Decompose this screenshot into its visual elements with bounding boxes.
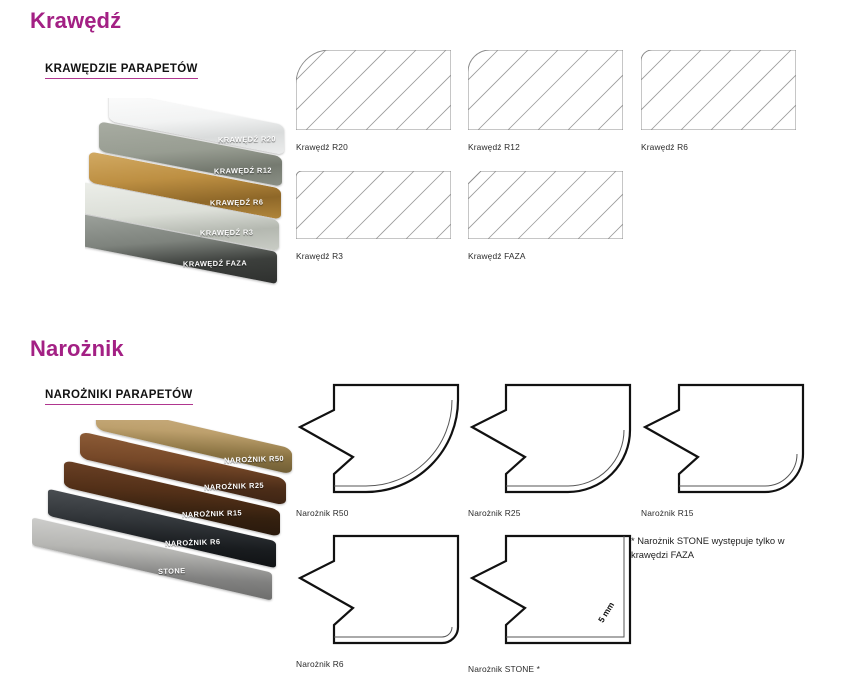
edge-profile-r6-diagram — [641, 50, 796, 130]
corner-profile-r50-diagram — [297, 383, 460, 494]
corner-profile-cell-r15: Narożnik R15 — [641, 382, 806, 518]
edge-profile-cell-r6: Krawędź R6 — [641, 50, 796, 152]
stacked-sill-corners-photo: NAROŻNIK R50 NAROŻNIK R25 NAROŻNIK R15 N… — [32, 420, 294, 618]
edge-profile-caption: Krawędź R12 — [468, 142, 520, 152]
subsection-title-narozniki-parapetow: NAROŻNIKI PARAPETÓW — [45, 389, 193, 405]
slab-label: NAROŻNIK R25 — [203, 480, 265, 492]
corner-profile-cell-r50: Narożnik R50 — [296, 382, 461, 518]
edge-profile-cell-r20: Krawędź R20 — [296, 50, 451, 152]
slab-label: KRAWĘDŹ R6 — [209, 197, 264, 208]
edge-profile-cell-r3: Krawędź R3 — [296, 171, 451, 261]
stone-footnote: * Narożnik STONE występuje tylko w krawę… — [631, 535, 785, 561]
edge-profile-caption: Krawędź R6 — [641, 142, 689, 152]
edge-profile-caption: Krawędź R3 — [296, 251, 344, 261]
corner-profile-caption: Narożnik R6 — [296, 659, 344, 669]
slab-label: STONE — [158, 566, 187, 577]
corner-profile-caption: Narożnik STONE * — [468, 664, 541, 674]
slab-label: KRAWĘDŹ R20 — [218, 134, 277, 145]
corner-profile-cell-r25: Narożnik R25 — [468, 382, 633, 518]
edge-profile-caption: Krawędź R20 — [296, 142, 348, 152]
slab-label: KRAWĘDŹ FAZA — [182, 258, 248, 269]
corner-profile-r6-diagram — [297, 534, 460, 645]
subsection-title-krawedzie-parapetow: KRAWĘDZIE PARAPETÓW — [45, 63, 198, 79]
slab-label: KRAWĘDŹ R12 — [214, 165, 273, 176]
edge-profile-r20-diagram — [296, 50, 451, 130]
edge-profile-r3-diagram — [296, 171, 451, 239]
corner-profile-r25-diagram — [469, 383, 632, 494]
corner-profile-cell-stone: 5 mm Narożnik STONE * — [468, 533, 643, 674]
section-title-naroznik: Narożnik — [30, 336, 124, 361]
slab-label: NAROŻNIK R15 — [181, 508, 243, 520]
stacked-sill-edges-photo: KRAWĘDŹ R20 KRAWĘDŹ R12 KRAWĘDŹ R6 KRAWĘ… — [85, 98, 295, 288]
edge-profile-faza-diagram — [468, 171, 623, 239]
corner-profile-caption: Narożnik R25 — [468, 508, 521, 518]
slab-label: NAROŻNIK R50 — [223, 453, 285, 465]
edge-profile-r12-diagram — [468, 50, 623, 130]
edge-profile-cell-r12: Krawędź R12 — [468, 50, 623, 152]
slab-label: KRAWĘDŹ R3 — [199, 227, 254, 238]
edge-profile-cell-faza: Krawędź FAZA — [468, 171, 623, 261]
corner-profile-caption: Narożnik R15 — [641, 508, 694, 518]
slab-label: NAROŻNIK R6 — [164, 537, 221, 548]
section-title-krawedz: Krawędź — [30, 8, 122, 33]
corner-profile-cell-r6: Narożnik R6 — [296, 533, 461, 669]
corner-profile-caption: Narożnik R50 — [296, 508, 349, 518]
corner-profile-r15-diagram — [642, 383, 805, 494]
corner-profile-stone-diagram — [469, 534, 632, 645]
edge-profile-caption: Krawędź FAZA — [468, 251, 526, 261]
